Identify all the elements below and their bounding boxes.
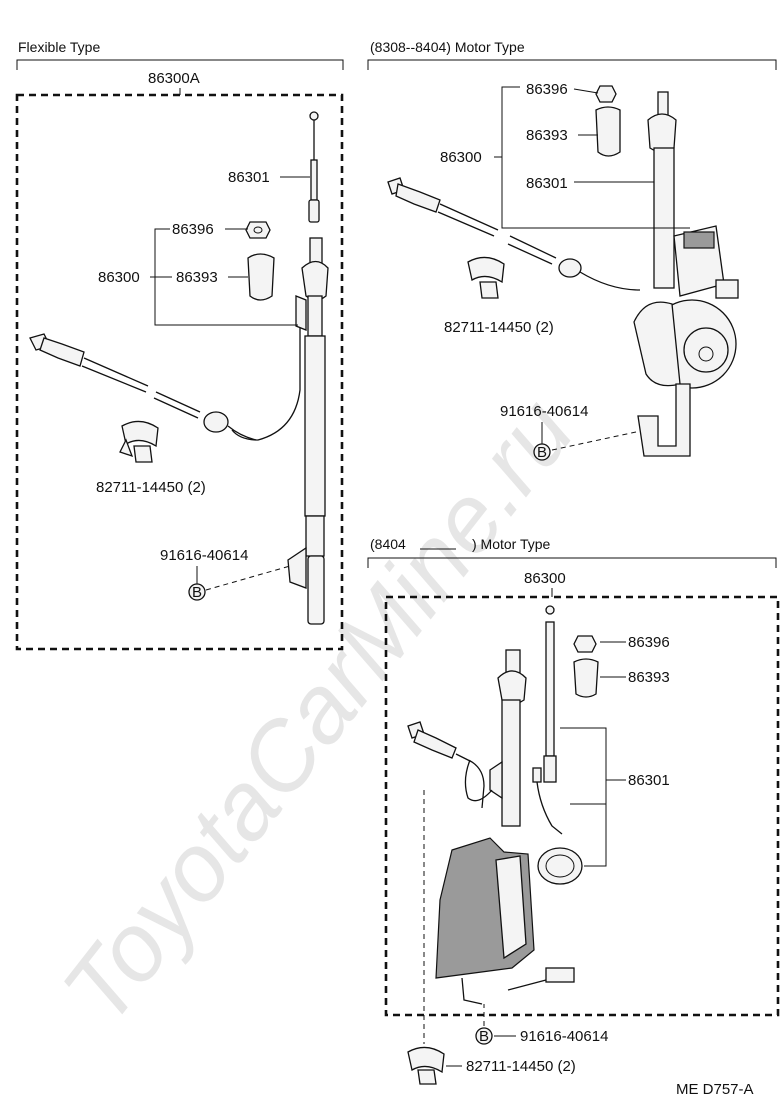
bolt-marker-late — [475, 1027, 493, 1045]
motor-late-clamp-label: 82711-14450 (2) — [466, 1058, 576, 1075]
motor-late-gear — [537, 847, 583, 885]
flexible-type-section: Flexible Type 86300A — [15, 39, 344, 651]
motor-early-bezel-label: 86393 — [526, 127, 568, 144]
motor-early-section: (8308--8404) Motor Type 86396 86393 8630… — [367, 39, 777, 461]
motor-late-title-end: ) Motor Type — [472, 536, 551, 552]
flexible-bracket — [16, 59, 344, 70]
motor-late-title-start: (8404 — [370, 536, 406, 552]
flexible-assembly-box — [15, 93, 344, 651]
mount-nut — [245, 221, 271, 239]
bolt-dashed-leader — [205, 565, 291, 591]
antenna-mast — [231, 237, 329, 625]
motor-late-cable — [407, 721, 575, 991]
motor-late-nut-label: 86396 — [628, 634, 670, 651]
motor-early-bezel — [595, 106, 621, 157]
motor-late-housing — [435, 837, 535, 1005]
antenna-rod — [308, 111, 320, 223]
motor-late-nut — [573, 635, 597, 653]
flexible-clamp-label: 82711-14450 (2) — [96, 479, 206, 496]
motor-early-nut — [595, 85, 617, 103]
footer-code: ME D757-A — [676, 1081, 754, 1098]
flexible-nut-label: 86396 — [172, 221, 214, 238]
bolt-marker-late-letter: B — [479, 1028, 489, 1045]
motor-early-bolt-label: 91616-40614 — [500, 403, 588, 420]
motor-late-bolt-label: 91616-40614 — [520, 1028, 608, 1045]
flexible-rod-label: 86301 — [228, 169, 270, 186]
flexible-type-title: Flexible Type — [18, 39, 100, 55]
late-connector — [545, 967, 575, 983]
motor-early-mast-label: 86300 — [440, 149, 482, 166]
motor-early-bracket — [367, 59, 777, 70]
antenna-bezel — [247, 253, 275, 301]
motor-late-rod — [532, 605, 563, 835]
motor-late-bracket — [367, 557, 777, 568]
flexible-bezel-label: 86393 — [176, 269, 218, 286]
motor-late-rod-label: 86301 — [628, 772, 670, 789]
motor-early-cable — [387, 177, 641, 291]
late-rod-bracket — [560, 727, 607, 867]
bolt-marker-early — [533, 443, 551, 461]
motor-late-assembly-number: 86300 — [524, 570, 566, 587]
bolt-marker-letter: B — [192, 584, 202, 601]
motor-late-clamp — [407, 1046, 445, 1085]
early-nut-leader — [573, 88, 599, 94]
bolt-marker-flexible — [188, 583, 206, 601]
motor-late-bezel — [573, 658, 599, 698]
flexible-bolt-label: 91616-40614 — [160, 547, 248, 564]
antenna-cable — [29, 333, 257, 441]
motor-early-title: (8308--8404) Motor Type — [370, 39, 525, 55]
cable-clamp — [119, 420, 159, 463]
motor-late-mast — [464, 649, 527, 827]
flexible-mast-label: 86300 — [98, 269, 140, 286]
motor-early-clamp-label: 82711-14450 (2) — [444, 319, 554, 336]
bolt-marker-early-letter: B — [537, 444, 547, 461]
motor-early-mast — [633, 91, 739, 457]
motor-late-assembly-box — [384, 595, 780, 1017]
motor-late-bezel-label: 86393 — [628, 669, 670, 686]
motor-late-section: (8404 ) Motor Type 86300 — [367, 536, 780, 1085]
motor-early-rod-label: 86301 — [526, 175, 568, 192]
motor-early-clamp — [467, 256, 505, 299]
motor-early-nut-label: 86396 — [526, 81, 568, 98]
flexible-assembly-number: 86300A — [148, 70, 200, 87]
